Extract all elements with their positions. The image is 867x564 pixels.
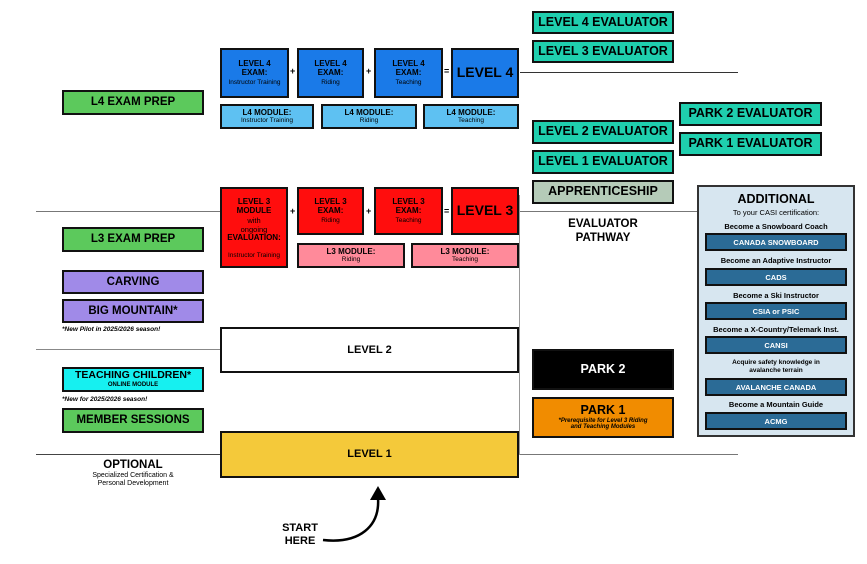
csia-psic-button[interactable]: CSIA or PSIC <box>705 302 847 320</box>
teaching-children-note: *New for 2025/2026 season! <box>62 396 148 403</box>
level3-evaluator[interactable]: LEVEL 3 EVALUATOR <box>532 40 674 63</box>
heading-mountain-guide: Become a Mountain Guide <box>728 400 824 409</box>
cansi-button[interactable]: CANSI <box>705 336 847 354</box>
start-here-label: START HERE <box>282 522 318 547</box>
park1-evaluator[interactable]: PARK 1 EVALUATOR <box>679 132 822 156</box>
divider-level1-left <box>36 454 220 455</box>
canada-snowboard-button[interactable]: CANADA SNOWBOARD <box>705 233 847 251</box>
level3-module-ongoing-evaluation[interactable]: LEVEL 3 MODULE with ongoing EVALUATION: … <box>220 187 288 268</box>
divider-level1-right <box>518 454 738 455</box>
level4-box[interactable]: LEVEL 4 <box>451 48 519 98</box>
equals-operator: = <box>444 66 450 76</box>
additional-panel: ADDITIONAL To your CASI certification: B… <box>697 185 855 437</box>
level3-exam-teaching[interactable]: LEVEL 3 EXAM: Teaching <box>374 187 443 235</box>
equals-operator: = <box>444 206 450 216</box>
level3-exam-riding[interactable]: LEVEL 3 EXAM: Riding <box>297 187 364 235</box>
l4-module-riding[interactable]: L4 MODULE: Riding <box>321 104 417 129</box>
divider-level3-right <box>518 211 698 212</box>
l4-module-instructor-training[interactable]: L4 MODULE: Instructor Training <box>220 104 314 129</box>
additional-title: ADDITIONAL <box>737 192 815 206</box>
plus-operator: + <box>366 206 372 216</box>
l3-module-riding[interactable]: L3 MODULE: Riding <box>297 243 405 268</box>
park2-evaluator[interactable]: PARK 2 EVALUATOR <box>679 102 822 126</box>
heading-xcountry-telemark: Become a X-Country/Telemark Inst. <box>713 325 839 334</box>
teaching-children[interactable]: TEACHING CHILDREN* ONLINE MODULE <box>62 367 204 392</box>
divider-vertical-left <box>519 195 520 455</box>
heading-ski-instructor: Become a Ski Instructor <box>733 291 819 300</box>
park1-box[interactable]: PARK 1 *Prerequisite for Level 3 Riding … <box>532 397 674 438</box>
heading-adaptive-instructor: Become an Adaptive Instructor <box>720 256 832 265</box>
optional-section-label: OPTIONAL Specialized Certification & Per… <box>92 459 174 487</box>
level4-exam-instructor-training[interactable]: LEVEL 4 EXAM: Instructor Training <box>220 48 289 98</box>
level1-box[interactable]: LEVEL 1 <box>220 431 519 478</box>
level2-box[interactable]: LEVEL 2 <box>220 327 519 373</box>
level2-evaluator[interactable]: LEVEL 2 EVALUATOR <box>532 120 674 144</box>
level4-exam-riding[interactable]: LEVEL 4 EXAM: Riding <box>297 48 364 98</box>
heading-avalanche-safety: Acquire safety knowledge in avalanche te… <box>732 359 820 374</box>
big-mountain-note: *New Pilot in 2025/2026 season! <box>62 326 161 333</box>
additional-subtitle: To your CASI certification: <box>732 208 820 217</box>
cads-button[interactable]: CADS <box>705 268 847 286</box>
l4-exam-prep[interactable]: L4 EXAM PREP <box>62 90 204 115</box>
divider-level2 <box>36 349 220 350</box>
big-mountain[interactable]: BIG MOUNTAIN* <box>62 299 204 323</box>
divider-level4 <box>520 72 738 73</box>
level3-box[interactable]: LEVEL 3 <box>451 187 519 235</box>
l3-module-teaching[interactable]: L3 MODULE: Teaching <box>411 243 519 268</box>
l3-exam-prep[interactable]: L3 EXAM PREP <box>62 227 204 252</box>
member-sessions[interactable]: MEMBER SESSIONS <box>62 408 204 433</box>
level1-evaluator[interactable]: LEVEL 1 EVALUATOR <box>532 150 674 174</box>
plus-operator: + <box>366 66 372 76</box>
evaluator-pathway-label: EVALUATOR PATHWAY <box>568 218 638 244</box>
carving[interactable]: CARVING <box>62 270 204 294</box>
level4-exam-teaching[interactable]: LEVEL 4 EXAM: Teaching <box>374 48 443 98</box>
start-arrow-icon <box>322 486 386 542</box>
plus-operator: + <box>290 66 296 76</box>
l4-module-teaching[interactable]: L4 MODULE: Teaching <box>423 104 519 129</box>
heading-snowboard-coach: Become a Snowboard Coach <box>724 222 828 231</box>
acmg-button[interactable]: ACMG <box>705 412 847 430</box>
avalanche-canada-button[interactable]: AVALANCHE CANADA <box>705 378 847 396</box>
divider-level3-left <box>36 211 220 212</box>
plus-operator: + <box>290 206 296 216</box>
level4-evaluator[interactable]: LEVEL 4 EVALUATOR <box>532 11 674 34</box>
park2-box[interactable]: PARK 2 <box>532 349 674 390</box>
apprenticeship[interactable]: APPRENTICESHIP <box>532 180 674 204</box>
